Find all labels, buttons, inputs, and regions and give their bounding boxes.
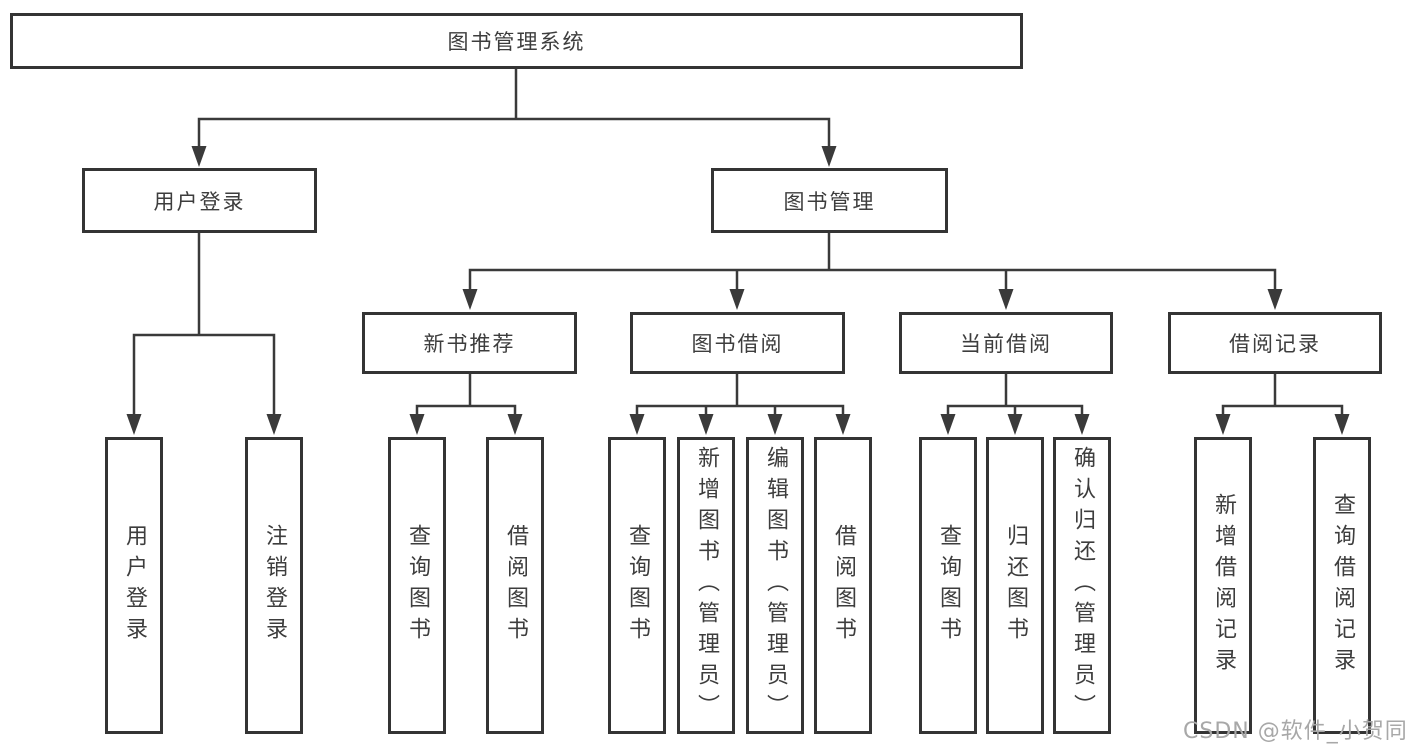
csdn-watermark: CSDN @软件_小贺同学 <box>1183 719 1405 744</box>
leaf-add-books-admin: 新增图书（管理员） <box>677 437 735 734</box>
arrowheads <box>126 146 1350 435</box>
leaf-confirm-return-admin-label: 确认归还（管理员） <box>1070 446 1095 725</box>
node-library-system: 图书管理系统 <box>10 13 1023 69</box>
leaf-return-books: 归还图书 <box>986 437 1044 734</box>
leaf-query-books-recommend: 查询图书 <box>388 437 446 734</box>
leaf-add-borrow-record: 新增借阅记录 <box>1194 437 1252 734</box>
node-borrowing-records: 借阅记录 <box>1168 312 1382 374</box>
node-new-book-recommendation: 新书推荐 <box>362 312 577 374</box>
leaf-borrow-books-recommend-label: 借阅图书 <box>503 523 528 648</box>
node-book-management: 图书管理 <box>711 168 948 233</box>
leaf-query-books-recommend-label: 查询图书 <box>405 523 430 648</box>
leaf-query-books-borrow-label: 查询图书 <box>625 523 650 648</box>
leaf-query-borrow-record-label: 查询借阅记录 <box>1330 492 1355 679</box>
leaf-query-books-current: 查询图书 <box>919 437 977 734</box>
leaf-query-books-borrow: 查询图书 <box>608 437 666 734</box>
leaf-query-borrow-record: 查询借阅记录 <box>1313 437 1371 734</box>
leaf-add-borrow-record-label: 新增借阅记录 <box>1211 492 1236 679</box>
leaf-borrow-books: 借阅图书 <box>814 437 872 734</box>
leaf-query-books-current-label: 查询图书 <box>936 523 961 648</box>
leaf-edit-books-admin-label: 编辑图书（管理员） <box>763 446 788 725</box>
leaf-confirm-return-admin: 确认归还（管理员） <box>1053 437 1111 734</box>
leaf-edit-books-admin: 编辑图书（管理员） <box>746 437 804 734</box>
leaf-borrow-books-recommend: 借阅图书 <box>486 437 544 734</box>
leaf-return-books-label: 归还图书 <box>1003 523 1028 648</box>
node-book-borrowing: 图书借阅 <box>630 312 845 374</box>
leaf-logout: 注销登录 <box>245 437 303 734</box>
node-user-login: 用户登录 <box>82 168 317 233</box>
leaf-user-login: 用户登录 <box>105 437 163 734</box>
leaf-add-books-admin-label: 新增图书（管理员） <box>694 446 719 725</box>
leaf-borrow-books-label: 借阅图书 <box>831 523 856 648</box>
node-current-borrowing: 当前借阅 <box>899 312 1113 374</box>
leaf-user-login-label: 用户登录 <box>122 523 147 648</box>
leaf-logout-label: 注销登录 <box>262 523 287 648</box>
